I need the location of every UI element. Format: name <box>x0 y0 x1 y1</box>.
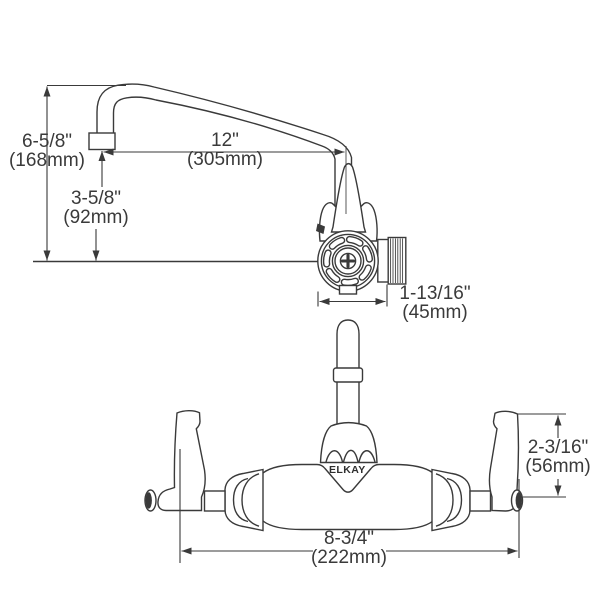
dim-label-outlet-to-wall: 3-5/8" (92mm) <box>49 189 143 227</box>
flange-slots <box>322 235 373 287</box>
dim-handle-height-inches: 2-3/16" <box>527 437 589 458</box>
dim-overall-width-inches: 8-3/4" <box>323 528 375 549</box>
left-coupling-nut <box>224 468 264 532</box>
bonnet-scallops <box>325 449 376 463</box>
dim-spout-height-inches: 6-5/8" <box>21 131 73 152</box>
spout-inner-curve <box>112 96 336 213</box>
left-lever-handle <box>157 410 206 512</box>
dim-label-overall-width: 8-3/4" (222mm) <box>302 529 396 567</box>
dimension-lines <box>43 84 566 563</box>
dim-outlet-to-wall-metric: (92mm) <box>63 207 129 228</box>
dim-outlet-to-wall-inches: 3-5/8" <box>70 188 122 209</box>
riser-tube-top <box>336 319 360 369</box>
dim-label-handle-height: 2-3/16" (56mm) <box>511 438 600 476</box>
right-shank <box>469 490 492 512</box>
left-handle-end-cap-shade <box>145 492 152 509</box>
dim-body-projection-inches: 1-13/16" <box>399 283 471 304</box>
right-coupling-ridge-1 <box>446 477 463 523</box>
side-profile-view <box>33 83 407 295</box>
spout-aerator-outlet <box>88 132 116 151</box>
right-coupling-nut <box>431 468 471 532</box>
bonnet-front <box>319 421 378 464</box>
spout-outer-curve <box>96 83 353 205</box>
brand-logo: ELKAY <box>329 464 366 476</box>
swivel-ring <box>332 367 364 383</box>
dim-spout-height-metric: (168mm) <box>8 150 85 171</box>
dim-spout-reach-inches: 12" <box>211 130 239 151</box>
dim-label-spout-reach: 12" (305mm) <box>178 131 272 169</box>
mounting-flange <box>317 230 379 295</box>
dim-spout-reach-metric: (305mm) <box>186 149 263 170</box>
right-lever-handle <box>488 410 520 512</box>
dim-handle-height-metric: (56mm) <box>525 456 591 477</box>
phillips-cross-icon <box>340 253 356 269</box>
left-coupling-ridge-2 <box>241 473 260 527</box>
dim-label-body-projection: 1-13/16" (45mm) <box>388 284 482 322</box>
dim-body-projection-metric: (45mm) <box>402 302 468 323</box>
bonnet-index-mark <box>316 223 325 234</box>
thread-lines <box>390 238 404 283</box>
dim-label-spout-height: 6-5/8" (168mm) <box>0 132 94 170</box>
front-view <box>144 319 524 532</box>
riser-tube-lower <box>336 382 360 427</box>
flange-bottom-notch <box>338 284 358 295</box>
right-coupling-ridge-2 <box>435 473 454 527</box>
left-shank <box>203 490 226 512</box>
left-coupling-ridge-1 <box>232 477 249 523</box>
outlet-collar <box>377 238 389 283</box>
lever-handle-side <box>330 162 367 233</box>
dim-overall-width-metric: (222mm) <box>310 547 387 568</box>
